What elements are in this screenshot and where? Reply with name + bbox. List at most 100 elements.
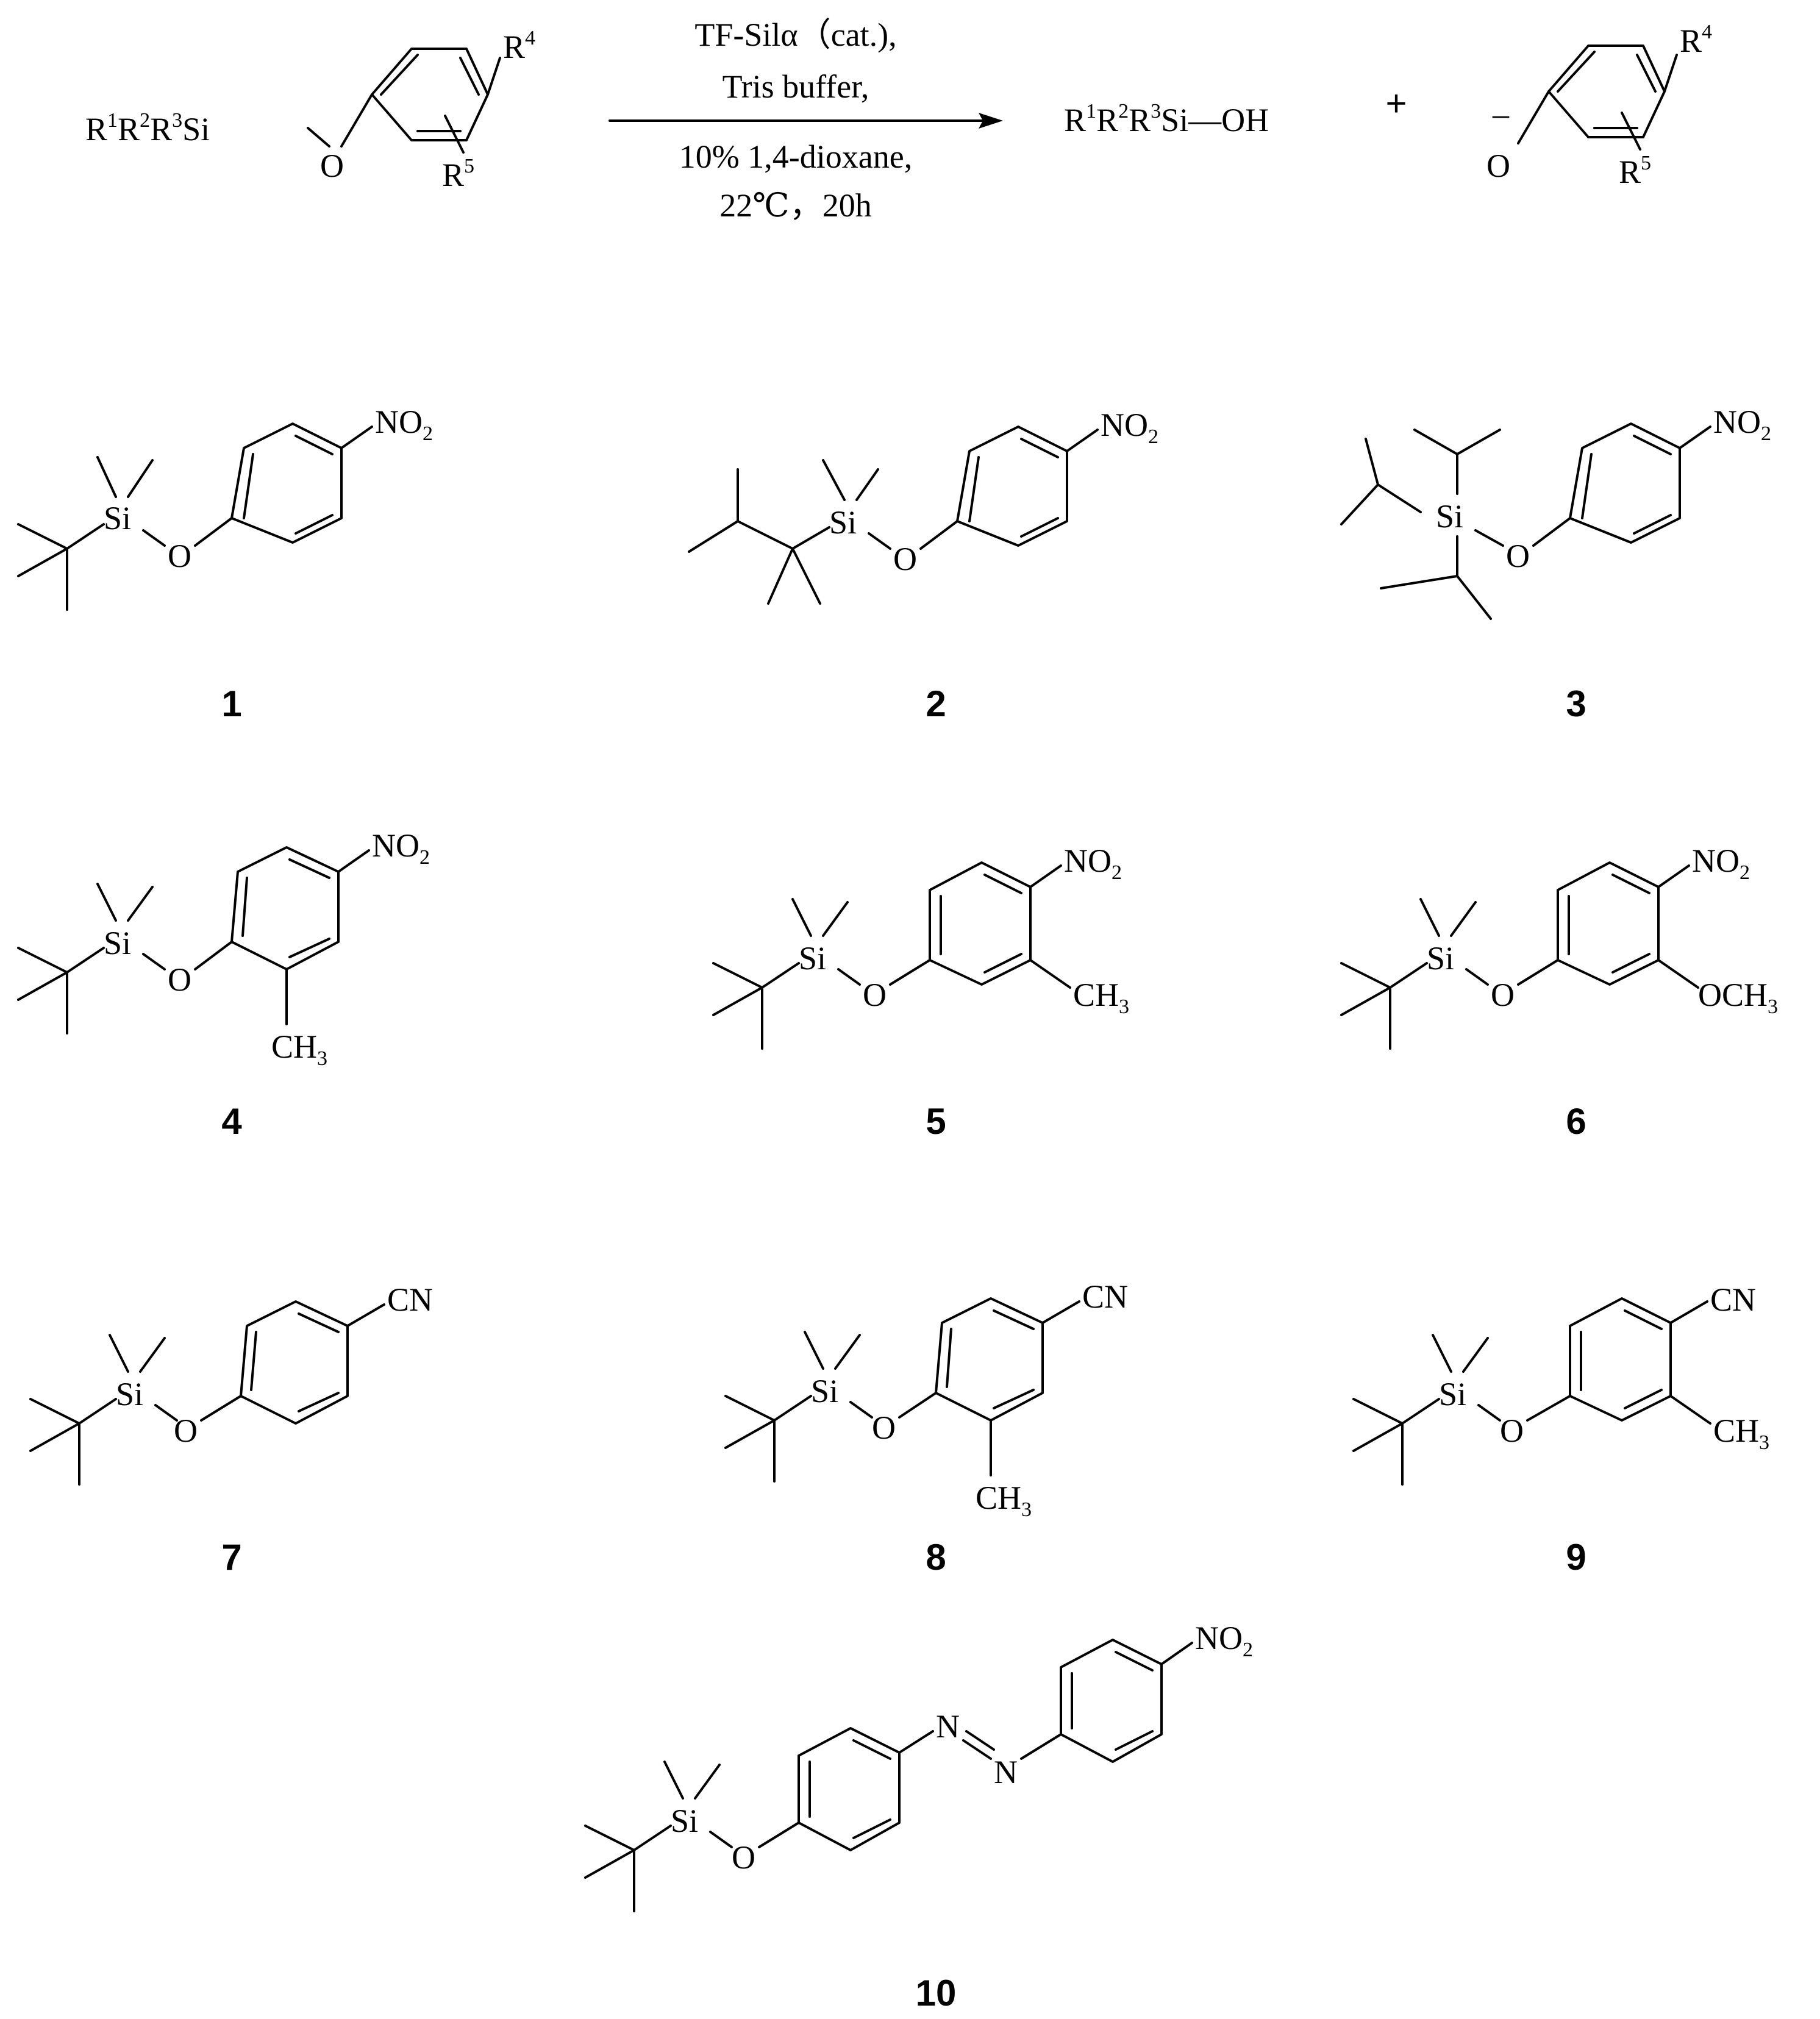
quat-methyl-bond <box>791 547 821 605</box>
tbu-si-bond <box>1401 1398 1440 1425</box>
o-ring-bond <box>758 1821 800 1848</box>
compound-label-6: 6 <box>1566 1101 1586 1142</box>
si-methyl-bond <box>96 456 117 498</box>
phenolate-o-atom: O <box>1486 148 1510 184</box>
o-ring-bond <box>889 959 931 986</box>
reactant-r5-label: R5 <box>442 155 474 193</box>
ring-inner-bond <box>250 1331 257 1391</box>
reactant-ring <box>371 48 489 141</box>
tbu-si-bond <box>78 1398 117 1425</box>
o-ring-bond <box>194 517 233 547</box>
ring-inner-bond <box>1633 514 1672 535</box>
si-methyl-bond <box>804 1331 824 1370</box>
reaction-arrow-group: TF-Silα（cat.), Tris buffer, 10% 1,4-diox… <box>608 16 1003 224</box>
tbu-bond <box>17 523 68 550</box>
product-silanol: R1R2R3Si—OH <box>1064 100 1269 138</box>
si-atom: Si <box>799 940 826 977</box>
ring-no2-bond <box>1160 1642 1193 1665</box>
si-methyl-bond <box>694 1764 721 1800</box>
tbu-bond <box>29 1398 80 1425</box>
ring <box>240 1300 349 1425</box>
azo-double-bond <box>962 1739 992 1760</box>
tbu-bond <box>17 971 68 1001</box>
o-ring-bond <box>898 1392 937 1419</box>
iPr-quat-bond <box>737 520 794 550</box>
o-atom: O <box>1491 977 1515 1013</box>
ring-inner-bond <box>298 1392 340 1412</box>
ring <box>1557 861 1660 986</box>
ring <box>1569 1297 1672 1422</box>
iPr-bond <box>1377 483 1422 513</box>
tbu-si-bond <box>66 947 105 974</box>
compound-label-8: 8 <box>926 1537 946 1578</box>
ring-inner-bond <box>241 877 248 937</box>
tbu-bond <box>1340 962 1391 989</box>
o-ring-bond <box>1517 959 1559 986</box>
o-atom: O <box>174 1412 198 1449</box>
ch3-group: CH3 <box>1713 1412 1769 1454</box>
ring-inner-bond <box>1611 953 1650 974</box>
tbu-bond <box>17 547 68 577</box>
o-ring-bond <box>1526 1395 1571 1422</box>
azo-double-bond <box>965 1730 995 1751</box>
tbu-bond <box>712 962 763 989</box>
cn-group: CN <box>387 1281 433 1318</box>
reactant-o-atom: O <box>320 148 344 184</box>
ring-left <box>798 1727 901 1851</box>
si-atom: Si <box>671 1803 698 1839</box>
o-atom: O <box>872 1409 896 1446</box>
iPr-bond <box>1340 483 1379 525</box>
ring-no2-bond <box>337 849 370 873</box>
tbu-bond <box>1340 986 1391 1016</box>
compound-3-structure: Si O NO2 <box>1340 404 1771 620</box>
o-atom: O <box>893 541 917 577</box>
o-atom: O <box>168 961 191 998</box>
si-atom: Si <box>829 504 857 541</box>
si-o-bond <box>1477 1404 1501 1422</box>
tbu-si-bond <box>773 1395 812 1422</box>
phenolate-r5-bond <box>1621 112 1641 151</box>
azo-n-atom: N <box>994 1754 1018 1790</box>
compound-7-structure: Si O CN <box>29 1281 433 1486</box>
o-ring-bond <box>200 1395 242 1422</box>
ring-inner-bond <box>1581 453 1593 519</box>
compound-8-structure: Si O CN CH3 <box>724 1278 1128 1521</box>
no2-group: NO2 <box>1692 842 1750 884</box>
compound-10-structure: Si O N N NO2 <box>584 1620 1253 1912</box>
compound-4-structure: Si O NO2 CH3 <box>17 827 430 1070</box>
si-o-bond <box>142 529 166 547</box>
reactant-structure: R1R2R3Si O R4 R5 <box>85 27 535 193</box>
quat-methyl-bond <box>767 547 794 605</box>
compound-1-structure: Si O NO2 <box>17 404 433 611</box>
no2-group: NO2 <box>375 404 433 445</box>
tbu-bond <box>724 1419 776 1449</box>
no2-group: NO2 <box>1064 842 1122 884</box>
reactant-ring-inner-bond <box>459 57 480 96</box>
si-atom: Si <box>1427 940 1454 977</box>
ring-inner-bond <box>983 953 1022 974</box>
tbu-si-bond <box>66 523 105 550</box>
phenolate-ring-inner-bond <box>1557 51 1596 93</box>
compound-6-structure: Si O NO2 OCH3 <box>1340 842 1778 1050</box>
reactant-r4-bond <box>487 57 501 96</box>
ring-no2-bond <box>340 426 373 449</box>
o-ring-bond <box>1532 517 1571 547</box>
reaction-arrow-head <box>979 113 1003 129</box>
si-methyl-bond <box>663 1761 684 1800</box>
iPr-bond <box>1456 429 1501 455</box>
no2-group: NO2 <box>1195 1620 1253 1661</box>
tbu-bond <box>17 947 68 974</box>
si-o-bond <box>1474 529 1504 547</box>
tbu-bond <box>29 1422 80 1452</box>
ring-cn-bond <box>346 1303 385 1327</box>
tbu-bond <box>724 1395 776 1422</box>
cn-group: CN <box>1710 1281 1756 1318</box>
si-o-bond <box>837 968 861 986</box>
condition-solvent: 10% 1,4-dioxane, <box>679 138 912 175</box>
iPr-bond <box>1456 575 1492 620</box>
ring-inner-bond <box>1611 874 1650 894</box>
si-methyl-bond <box>834 1334 861 1370</box>
si-methyl-bond <box>127 886 154 922</box>
ring-inner-bond <box>983 874 1022 894</box>
